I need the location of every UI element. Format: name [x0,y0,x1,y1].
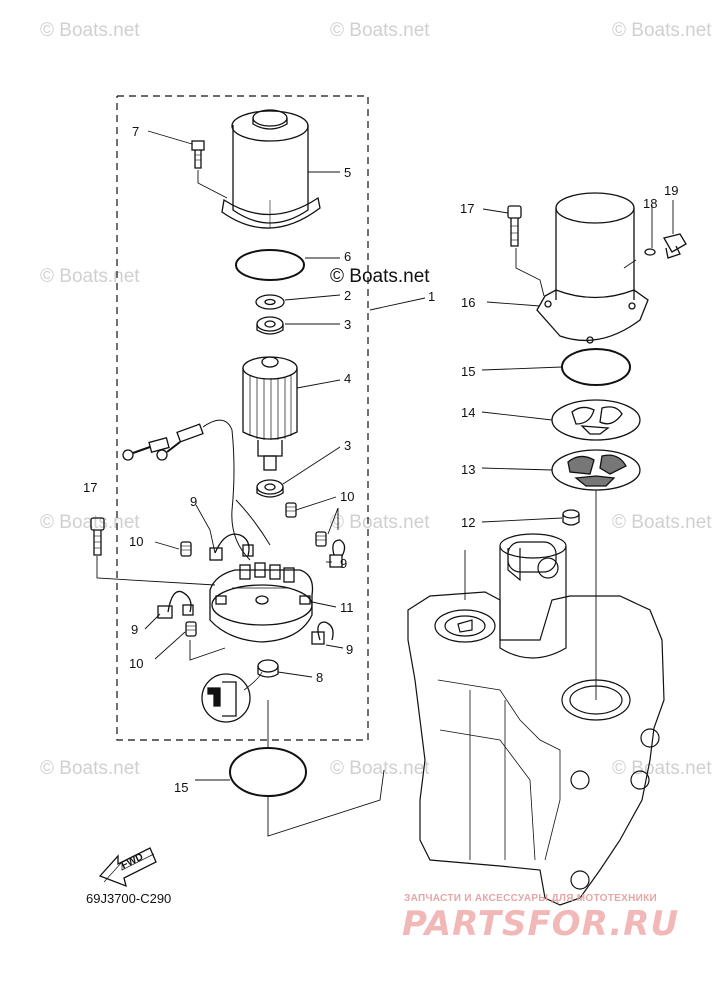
oil-seal-8 [257,659,279,678]
callout-9: 9 [190,494,198,509]
spring-10 [180,502,327,637]
callout-10: 10 [129,534,144,549]
filter-plate-14 [551,399,641,441]
callout-2: 2 [344,288,352,303]
callout-15: 15 [461,364,476,379]
callout-8: 8 [316,670,324,685]
seal-detail [201,671,263,723]
logo-subtitle: ЗАПЧАСТИ И АКСЕССУАРЫ ДЛЯ МОТОТЕХНИКИ [404,893,657,904]
callout-9: 9 [340,556,348,571]
callout-13: 13 [461,462,476,477]
bolt-17-left [90,517,105,556]
bearing-3-lower [256,479,284,498]
brush-9 [157,533,346,645]
callout-19: 19 [664,183,679,198]
assembly-boundary [116,95,369,741]
motor-cover [221,109,321,229]
armature [242,356,298,471]
callout-12: 12 [461,515,476,530]
bearing-3-upper [256,316,284,335]
callout-6: 6 [344,249,352,264]
watermark: © Boats.net [330,758,430,779]
plug-19 [663,233,687,259]
callout-3: 3 [344,317,352,332]
washer-18 [644,248,656,256]
callout-4: 4 [344,371,352,386]
watermark: © Boats.net [330,20,430,41]
callout-17: 17 [460,201,475,216]
callout-18: 18 [643,196,658,211]
bolt-17-right [507,205,522,247]
callout-15: 15 [174,780,189,795]
callout-10: 10 [340,489,355,504]
callout-7: 7 [132,124,140,139]
watermark: © Boats.net [40,512,140,533]
callout-9: 9 [346,642,354,657]
fwd-arrow-icon [98,847,157,888]
washer-2 [255,294,285,310]
callout-9: 9 [131,622,139,637]
watermark: © Boats.net [330,512,430,533]
filter-screen-13 [551,449,641,491]
wire-lead [122,419,271,561]
motor-housing [536,192,649,344]
watermark: © Boats.net [612,512,712,533]
callout-16: 16 [461,295,476,310]
watermark: © Boats.net [612,758,712,779]
pump-base [407,533,665,906]
screw-12 [562,509,580,526]
logo-name: PARTSFOR.RU [402,904,680,944]
callout-14: 14 [461,405,476,420]
callout-5: 5 [344,165,352,180]
callout-17: 17 [83,480,98,495]
watermark-main: © Boats.net [330,266,430,287]
screw-7 [191,140,205,169]
watermark: © Boats.net [612,20,712,41]
callout-1: 1 [428,289,436,304]
o-ring-15-upper [561,348,631,386]
callout-11: 11 [340,600,354,615]
diagram-code: 69J3700-C290 [86,891,172,906]
leader-lines [96,130,674,837]
watermark: © Boats.net [40,758,140,779]
watermark: © Boats.net [40,20,140,41]
o-ring-6 [235,249,305,281]
callout-10: 10 [129,656,144,671]
watermark: © Boats.net [40,266,140,287]
brush-holder [209,562,314,643]
o-ring-15-lower [229,747,307,797]
callout-3: 3 [344,438,352,453]
